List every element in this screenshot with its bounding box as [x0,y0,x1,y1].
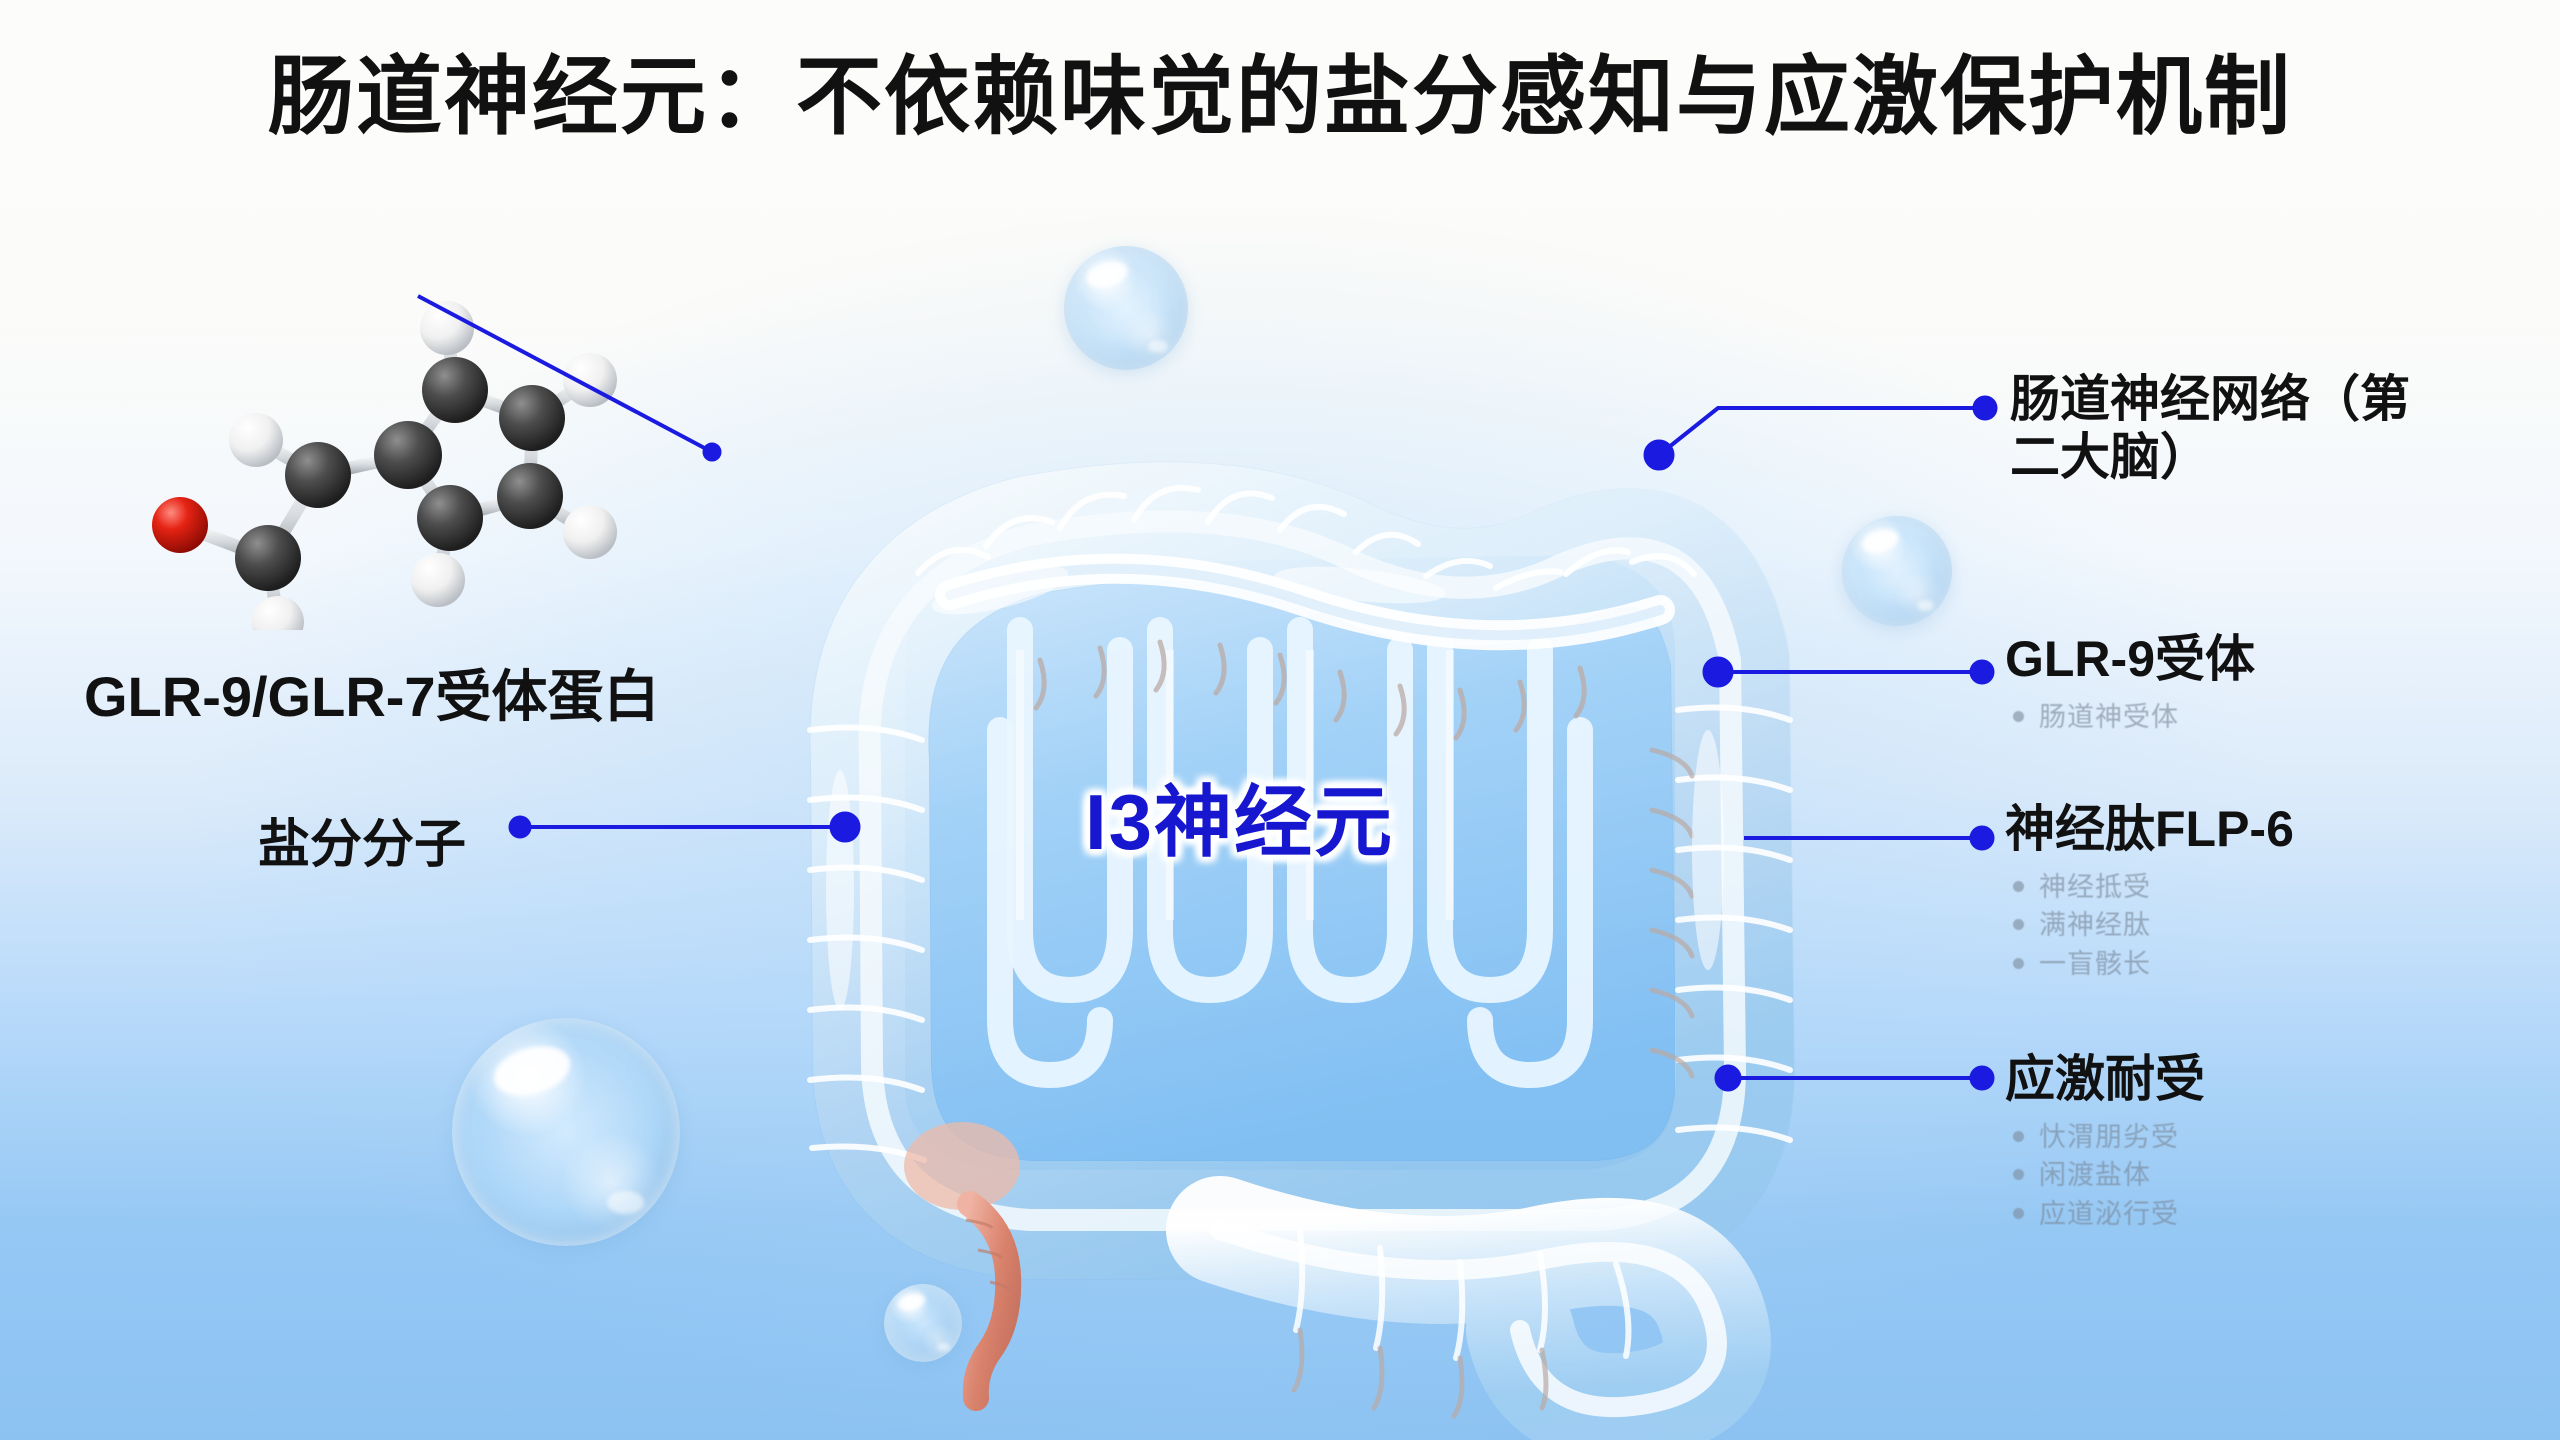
callout-title: 应激耐受 [2005,1051,2205,1107]
callout-stress-tolerance: 应激耐受 忕渭朋劣受闲渡盐体应道泌行受 [2005,1050,2525,1233]
callout-neuropeptide-flp6: 神经肽FLP-6 神经抵受满神经肽一盲骸长 [2005,800,2525,983]
callout-sublist: 忕渭朋劣受闲渡盐体应道泌行受 [2005,1118,2525,1233]
callout-enteric-nervous-network: 肠道神经网络（第 二大脑） [2010,370,2530,496]
callout-sub-item: 应道泌行受 [2013,1195,2525,1233]
connector-dot [1969,825,1995,851]
connector-dot [1969,1065,1995,1091]
callout-title: 肠道神经网络（第 二大脑） [2010,371,2410,485]
intestine-illustration [700,330,1870,1440]
callout-title: GLR-9受体 [2005,631,2255,687]
connector-dot [1969,659,1995,685]
callout-glr9-receptor: GLR-9受体 肠道神受体 [2005,630,2525,736]
callout-sub-item: 一盲骸长 [2013,945,2525,983]
callout-sub-item: 神经抵受 [2013,868,2525,906]
callout-sublist: 肠道神受体 [2005,698,2525,736]
callout-sub-item: 忕渭朋劣受 [2013,1118,2525,1156]
molecule-label: GLR-9/GLR-7受体蛋白 [84,665,660,728]
water-bubble-icon [1064,246,1188,370]
water-bubble-icon [452,1018,680,1246]
callout-sub-item: 肠道神受体 [2013,698,2525,736]
callout-sub-item: 满神经肽 [2013,906,2525,944]
callout-title: 神经肽FLP-6 [2005,801,2294,857]
page-title: 肠道神经元：不依赖味觉的盐分感知与应激保护机制 [268,49,2292,145]
center-neuron-label: I3神经元 [1085,778,1395,866]
connector-dot [1972,395,1998,421]
callout-sublist: 神经抵受满神经肽一盲骸长 [2005,868,2525,983]
water-bubble-icon [884,1284,962,1362]
salt-molecule-label: 盐分分子 [258,816,467,874]
connector-dot [508,815,532,839]
water-bubble-icon [1842,516,1952,626]
callout-sub-item: 闲渡盐体 [2013,1156,2525,1194]
molecule-model-icon [150,300,620,648]
